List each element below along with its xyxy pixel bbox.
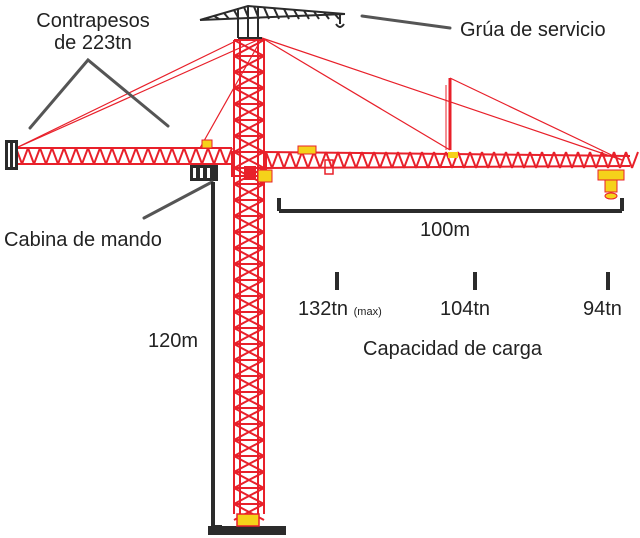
height-label: 120m [148,330,199,352]
counterweight-label-line2: de 223tn [54,32,132,54]
base-block [236,513,260,527]
main-jib [265,151,639,169]
capacity-value-1: 132tn (max) [298,298,382,323]
counter-jib [15,147,233,165]
service-crane [199,4,346,39]
capacity-title: Capacidad de carga [363,338,543,360]
capacity-value-3: 94tn [583,298,622,320]
counterweight-blocks [5,139,218,181]
height-dimension [211,182,222,529]
counterweight-label: Contrapesos de 223tn [18,10,168,54]
capacity-value-1-text: 132tn [298,298,349,320]
capacity-value-2-text: 104tn [440,298,491,320]
leader-lines [28,14,452,220]
service-crane-label: Grúa de servicio [460,19,606,41]
counterweight-label-line1: Contrapesos [36,10,150,32]
tower-mast [233,39,265,521]
jib-dimension [277,198,624,213]
control-cabin [231,151,273,183]
trolley-hook [297,145,625,200]
capacity-value-1-note: (max) [353,306,382,318]
capacity-value-2: 104tn [440,298,490,320]
capacity-value-3-text: 94tn [583,298,622,320]
tower-base [208,526,286,535]
stay-cables [15,37,623,161]
control-cabin-label: Cabina de mando [4,229,162,251]
jib-length-label: 100m [420,219,471,241]
capacity-ticks [335,272,610,290]
